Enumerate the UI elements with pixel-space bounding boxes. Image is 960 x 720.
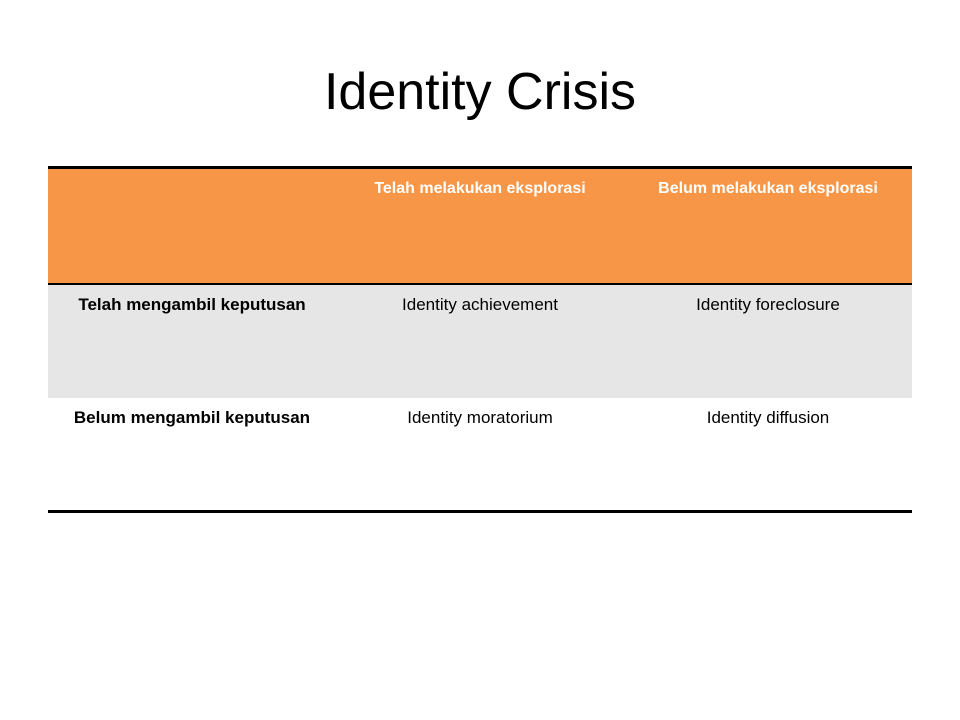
table-row-not-committed: Belum mengambil keputusan Identity morat… — [48, 397, 912, 512]
cell-identity-moratorium: Identity moratorium — [407, 407, 553, 427]
identity-status-table: Telah melakukan eksplorasi Belum melakuk… — [48, 166, 912, 513]
cell-identity-diffusion: Identity diffusion — [706, 407, 830, 427]
row-label-committed: Telah mengambil keputusan — [78, 294, 306, 314]
header-corner-cell — [48, 168, 336, 284]
cell-identity-achievement: Identity achievement — [402, 294, 558, 314]
slide-title: Identity Crisis — [323, 63, 637, 121]
table-header-row: Telah melakukan eksplorasi Belum melakuk… — [48, 167, 912, 284]
table-row-committed: Telah mengambil keputusan Identity achie… — [48, 283, 912, 398]
header-explored: Telah melakukan eksplorasi — [374, 180, 586, 197]
row-label-not-committed: Belum mengambil keputusan — [73, 407, 311, 427]
header-not-explored: Belum melakukan eksplorasi — [658, 180, 878, 197]
cell-identity-foreclosure: Identity foreclosure — [696, 294, 840, 314]
